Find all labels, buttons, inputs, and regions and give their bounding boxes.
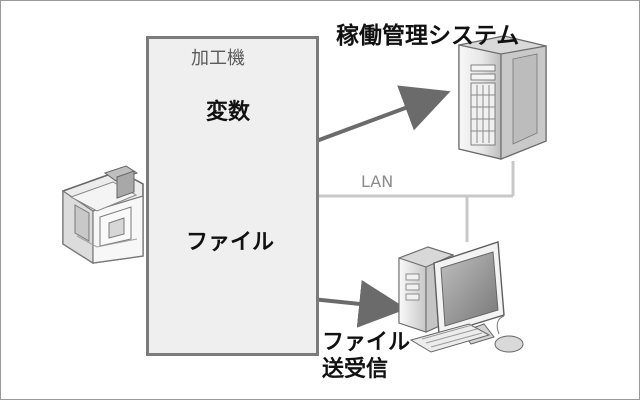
cnc-machine-icon <box>62 165 144 265</box>
machine-title: 加工機 <box>191 48 245 69</box>
server-tower-icon <box>458 35 547 160</box>
file-transfer-label-line-1: ファイル <box>322 330 411 355</box>
operations-system-label: 稼働管理システム <box>336 23 520 49</box>
variables-label: 変数 <box>206 100 251 125</box>
lan-label: LAN <box>361 172 394 191</box>
desktop-computer-icon <box>398 241 524 353</box>
machine-panel <box>146 36 319 356</box>
file-transfer-label-line-2: 送受信 <box>322 357 389 382</box>
file-label: ファイル <box>186 230 275 255</box>
